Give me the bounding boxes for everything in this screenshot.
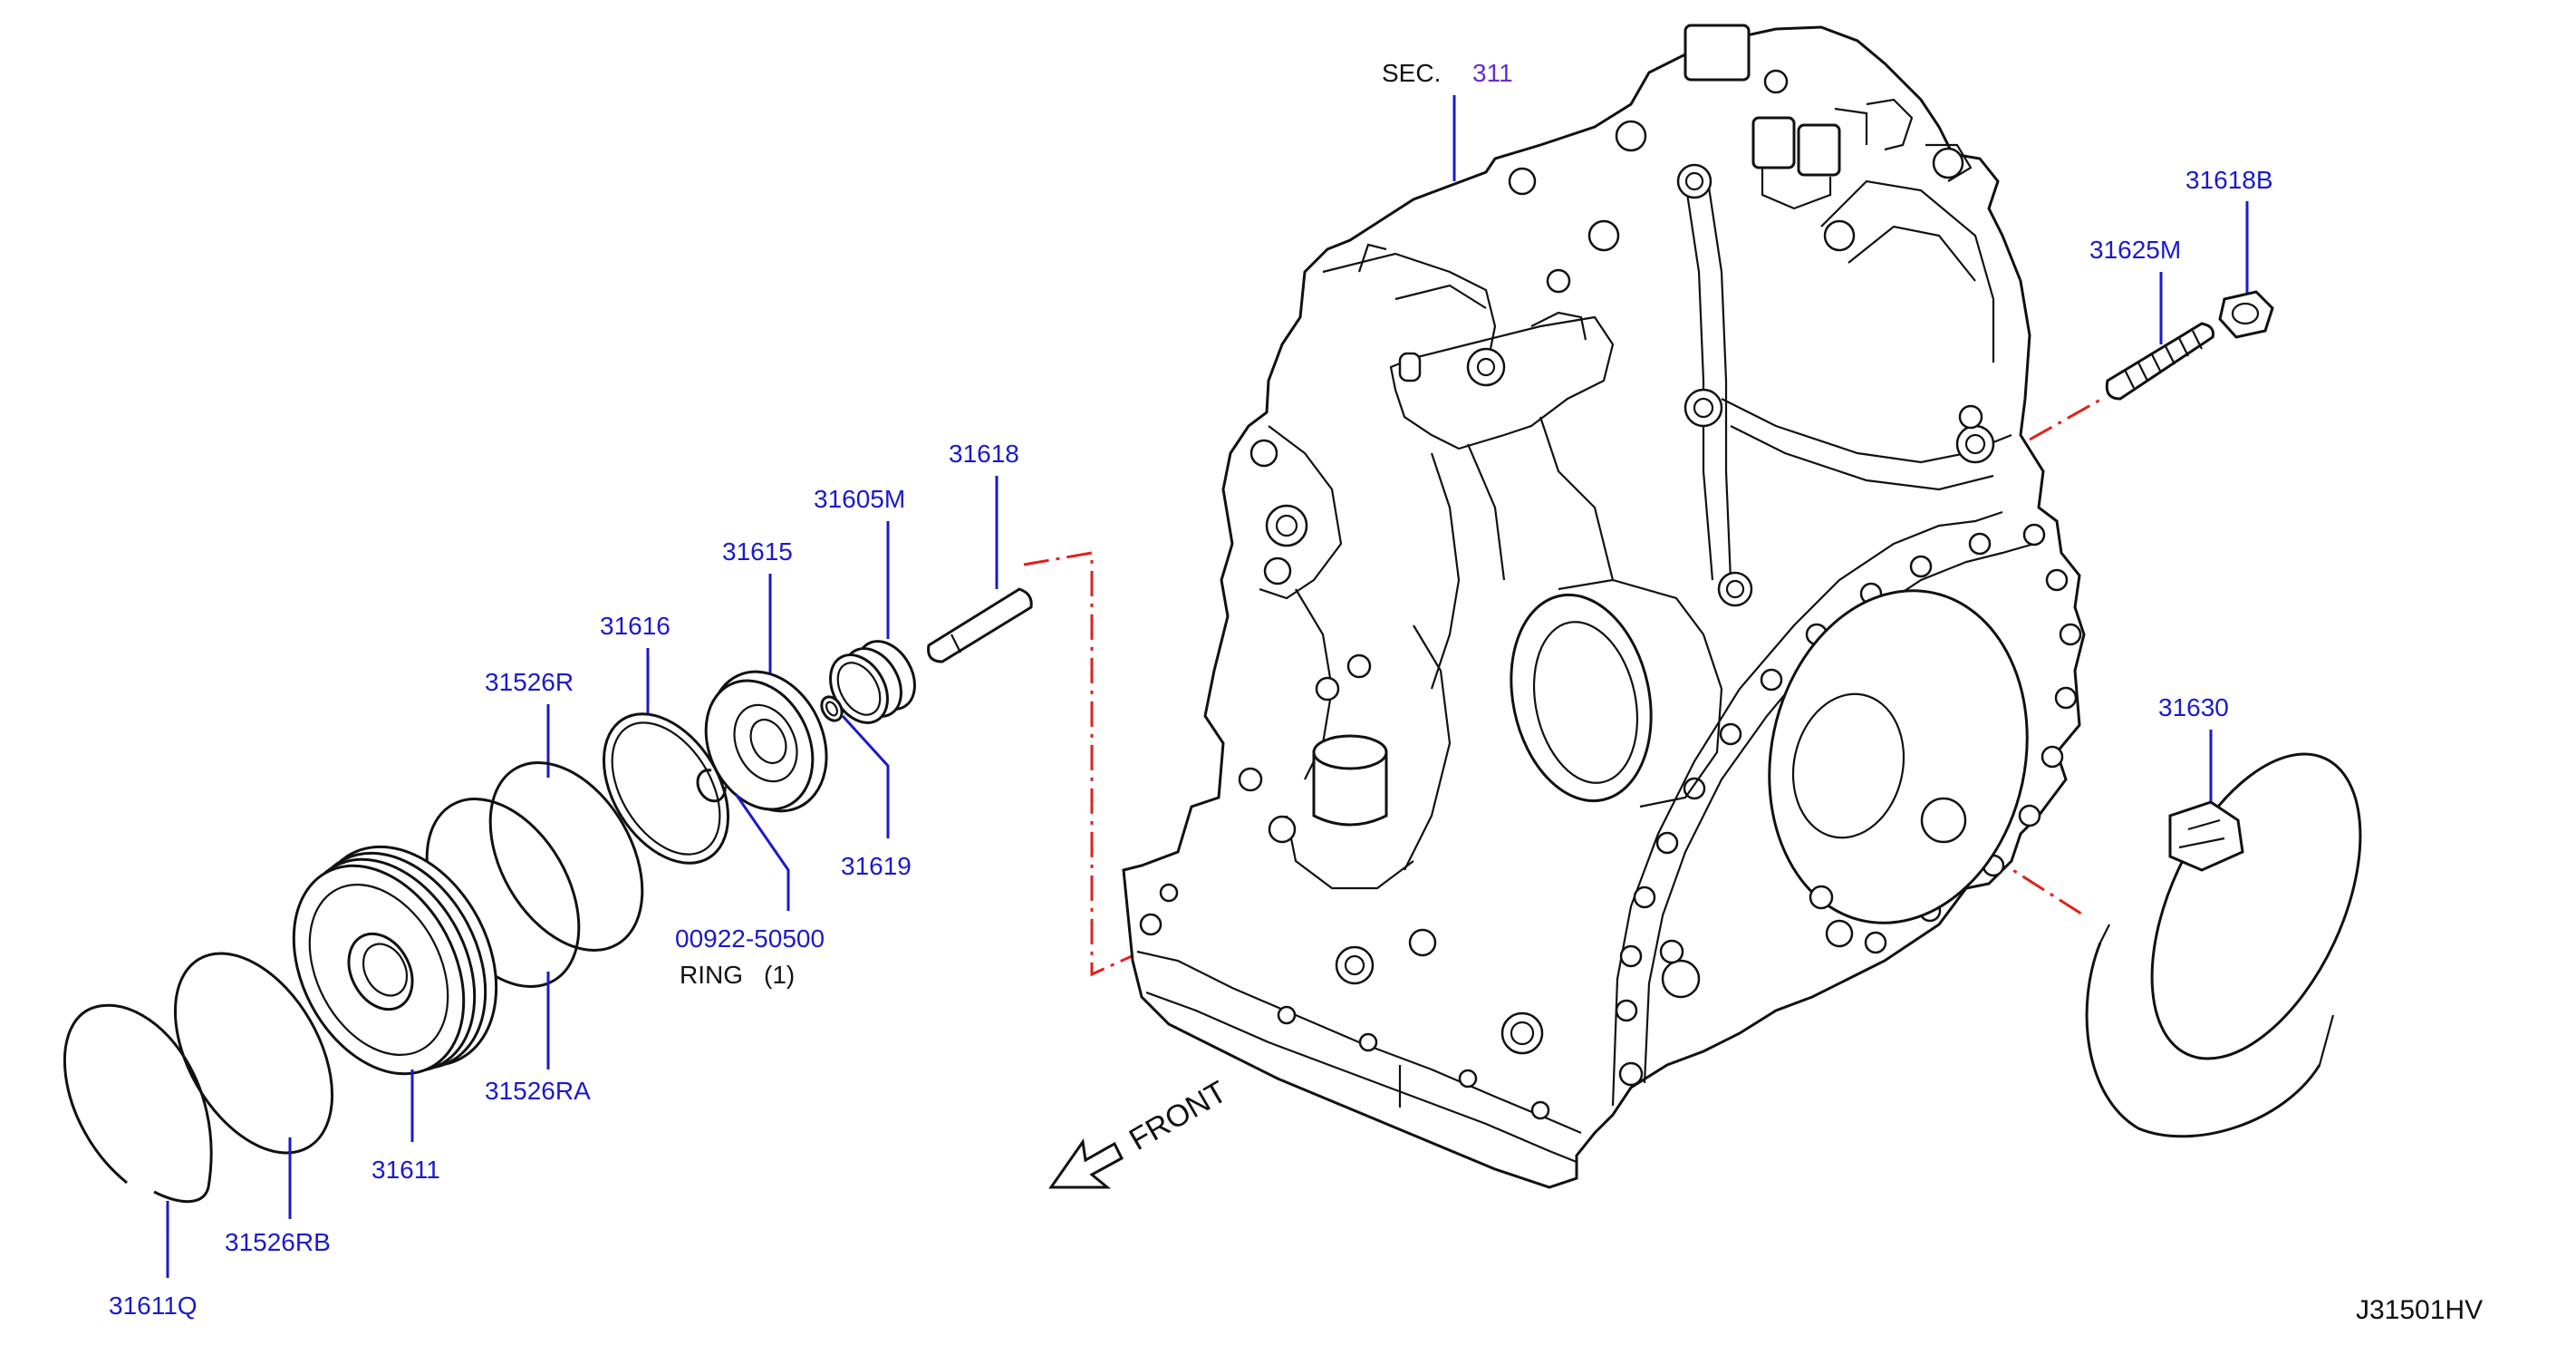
part-00922-50500-snap-ring: 00922-50500 RING (1) [675,769,825,989]
part-31618-pin: 31618 [927,440,1033,663]
label-ring: RING [680,961,743,989]
part-31526r-seal: 31526R [485,668,644,952]
section-reference: SEC. 311 [1382,59,1513,181]
label-ring-qty: (1) [764,961,795,989]
label-00922-50500: 00922-50500 [675,924,825,953]
section-ref-number: 311 [1472,59,1513,87]
label-31618: 31618 [949,440,1019,468]
label-31611q: 31611Q [109,1292,198,1320]
connector-plugs [1684,24,1973,210]
part-31616-seal: 31616 [600,612,730,865]
part-31526rb-seal: 31526RB [173,952,334,1256]
front-label: FRONT [1124,1074,1232,1156]
label-31526r: 31526R [485,668,574,696]
front-direction-indicator: FRONT [1048,1074,1232,1189]
part-31615-piston: 31615 [704,537,828,813]
label-31625m: 31625M [2089,236,2181,264]
label-31630: 31630 [2158,693,2229,721]
part-31611q-snap-ring: 31611Q [63,1003,213,1320]
part-31625m-stud: 31625M [2089,236,2214,401]
label-31526ra: 31526RA [485,1077,591,1105]
part-31526ra-seal: 31526RA [425,798,591,1105]
part-31630-band: 31630 [2085,693,2362,1138]
label-31619: 31619 [841,852,912,880]
part-31618b-nut: 31618B [2185,166,2274,339]
part-31611-drum: 31611 [292,845,498,1184]
label-31611: 31611 [371,1156,440,1184]
label-31618b: 31618B [2185,166,2273,194]
part-31619-ring: 31619 [820,695,912,880]
label-31605m: 31605M [814,485,905,513]
section-ref-prefix: SEC. [1382,59,1441,87]
label-31526rb: 31526RB [225,1228,331,1256]
label-31616: 31616 [600,612,671,640]
part-31605m-seal-rings: 31605M [814,485,916,724]
bolt-bosses [1615,523,2082,1087]
diagram-code: J31501HV [2356,1295,2483,1325]
transmission-case [1122,24,2086,1189]
label-31615: 31615 [722,537,793,566]
